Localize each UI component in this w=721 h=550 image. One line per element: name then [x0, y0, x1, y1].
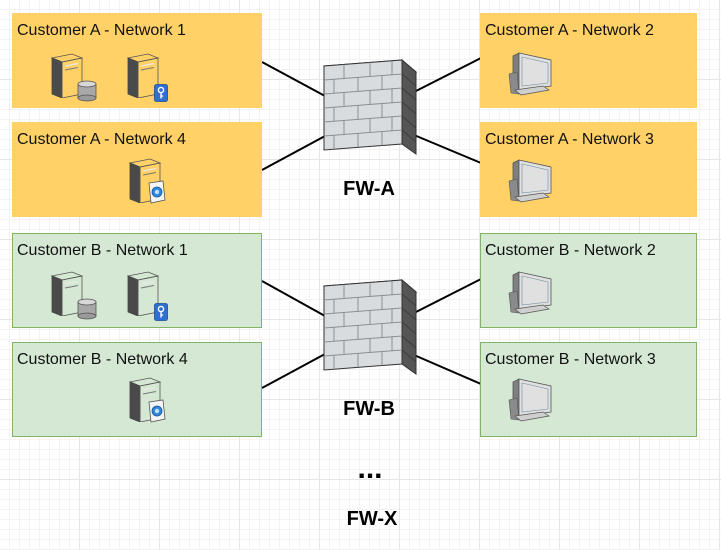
firewall-x-label: FW-X	[346, 508, 398, 530]
workstation-monitor-icon	[505, 157, 555, 203]
network-label: Customer B - Network 3	[485, 351, 656, 368]
network-customer-b-4[interactable]: Customer B - Network 4	[12, 342, 262, 437]
certificate-icon	[148, 399, 166, 423]
network-customer-a-2[interactable]: Customer A - Network 2	[480, 13, 697, 108]
network-customer-a-1[interactable]: Customer A - Network 1	[12, 13, 262, 108]
network-customer-a-4[interactable]: Customer A - Network 4	[12, 122, 262, 217]
disk-icon	[77, 298, 97, 320]
firewall-a-icon[interactable]	[322, 58, 418, 170]
link-fw-b-b3	[413, 354, 482, 385]
network-label: Customer A - Network 3	[485, 131, 654, 148]
network-customer-b-1[interactable]: Customer B - Network 1	[12, 233, 262, 328]
network-label: Customer A - Network 4	[17, 131, 186, 148]
link-a4-fw-a	[261, 135, 326, 171]
disk-icon	[77, 80, 97, 102]
workstation-monitor-icon	[505, 50, 555, 96]
network-customer-b-3[interactable]: Customer B - Network 3	[480, 342, 697, 437]
key-icon	[154, 84, 168, 102]
link-a1-fw-a	[261, 61, 326, 97]
key-icon	[154, 303, 168, 321]
network-customer-b-2[interactable]: Customer B - Network 2	[480, 233, 697, 328]
link-fw-a-a2	[413, 57, 482, 93]
firewall-a-label: FW-A	[343, 178, 395, 200]
firewall-b-label: FW-B	[343, 398, 395, 420]
network-label: Customer B - Network 1	[17, 242, 188, 259]
link-b4-fw-b	[261, 353, 326, 389]
more-firewalls-ellipsis: ...	[357, 452, 383, 485]
workstation-monitor-icon	[505, 376, 555, 422]
network-customer-a-3[interactable]: Customer A - Network 3	[480, 122, 697, 217]
network-label: Customer B - Network 4	[17, 351, 188, 368]
link-fw-a-a3	[413, 134, 482, 164]
workstation-monitor-icon	[505, 269, 555, 315]
network-label: Customer A - Network 2	[485, 22, 654, 39]
network-label: Customer A - Network 1	[17, 22, 186, 39]
network-label: Customer B - Network 2	[485, 242, 656, 259]
certificate-icon	[148, 180, 166, 204]
link-b1-fw-b	[261, 280, 326, 317]
firewall-b-icon[interactable]	[322, 278, 418, 390]
link-fw-b-b2	[413, 278, 482, 314]
